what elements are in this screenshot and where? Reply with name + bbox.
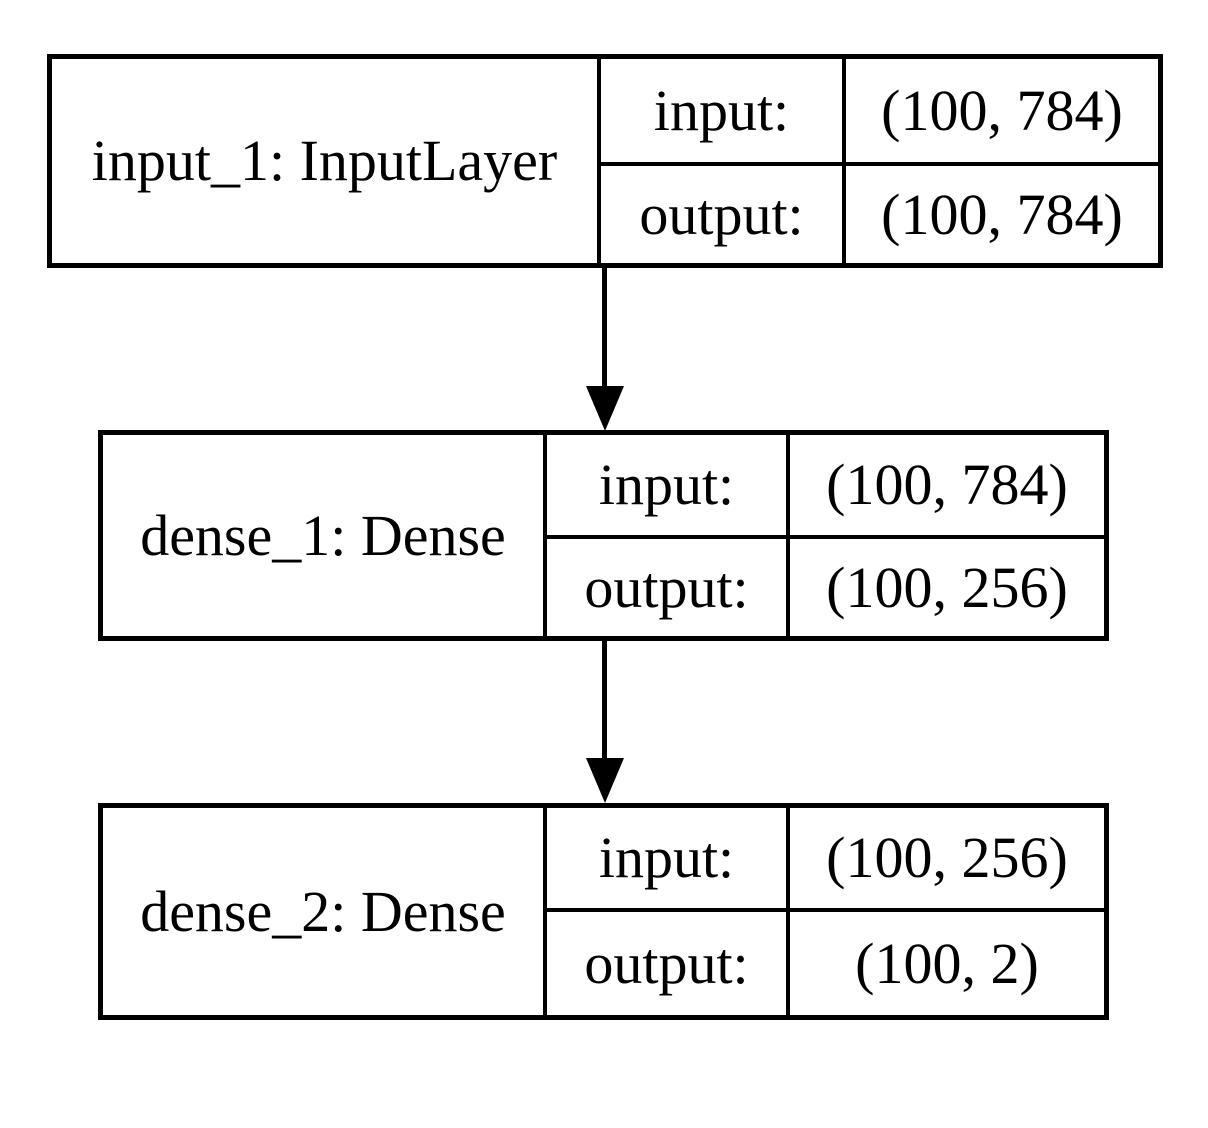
layer-name-cell: dense_1: Dense <box>103 435 547 636</box>
output-label-cell: output: <box>601 162 846 263</box>
layer-node-input-1: input_1: InputLayer input: (100, 784) ou… <box>47 54 1163 268</box>
arrowhead-down-icon <box>586 758 624 803</box>
arrowhead-down-icon <box>586 386 624 431</box>
input-shape-cell: (100, 784) <box>881 77 1123 143</box>
input-label-cell: input: <box>547 808 790 908</box>
layer-node-dense-1: dense_1: Dense input: (100, 784) output:… <box>98 430 1109 641</box>
input-label-cell: input: <box>547 435 790 535</box>
arrow-stem <box>602 268 607 390</box>
input-label-cell: input: <box>601 59 846 162</box>
output-label-cell: output: <box>547 908 790 1015</box>
input-shape-cell: (100, 256) <box>826 825 1068 890</box>
output-shape-cell: (100, 784) <box>846 162 1158 263</box>
layer-node-dense-2: dense_2: Dense input: (100, 256) output:… <box>98 803 1109 1020</box>
output-shape-cell: (100, 256) <box>790 535 1104 636</box>
output-shape-cell: (100, 2) <box>790 908 1104 1015</box>
input-shape-cell: (100, 784) <box>826 452 1068 517</box>
layer-name-cell: input_1: InputLayer <box>52 59 601 263</box>
layer-name-cell: dense_2: Dense <box>103 808 547 1015</box>
arrow-stem <box>602 641 607 761</box>
output-label-cell: output: <box>547 535 790 636</box>
